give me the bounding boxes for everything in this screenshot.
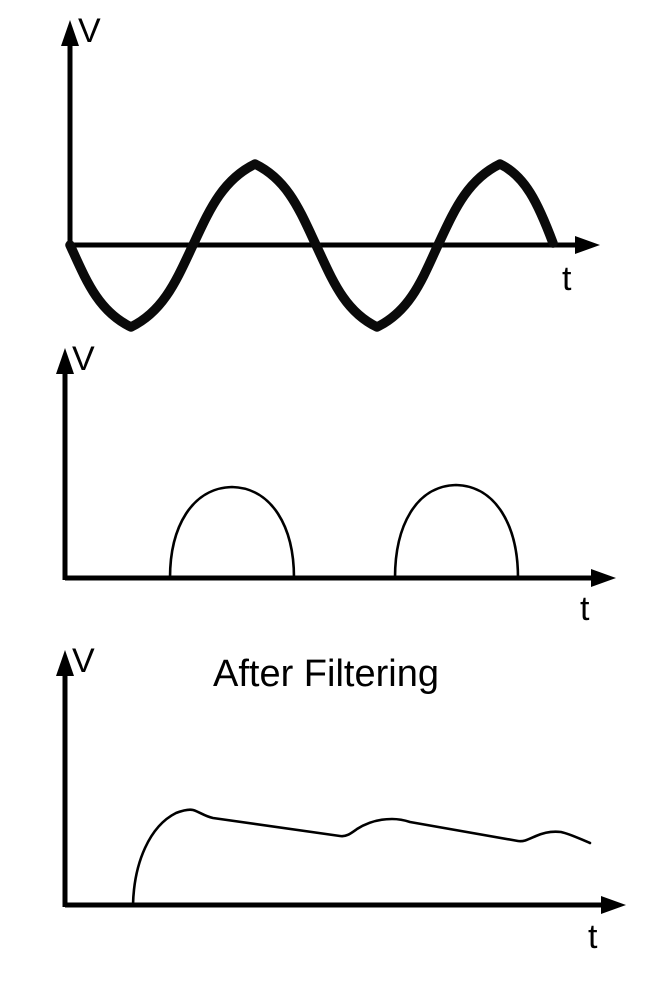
chart1-y-axis-arrowhead <box>61 20 79 46</box>
chart3-x-axis-label: t <box>588 918 598 956</box>
chart2-y-axis-arrowhead <box>56 348 74 374</box>
chart-ac-sine-input: V t <box>61 12 600 332</box>
chart3-title: After Filtering <box>213 653 439 695</box>
chart2-y-axis-label: V <box>72 340 95 378</box>
chart3-filtered-waveform <box>131 808 592 907</box>
chart1-sine-waveform <box>65 159 558 332</box>
chart2-x-axis-label: t <box>580 590 590 628</box>
chart2-rectified-hump-2 <box>393 483 520 580</box>
chart1-y-axis-label: V <box>78 12 101 50</box>
chart3-x-axis-arrowhead <box>601 896 626 914</box>
chart3-y-axis-arrowhead <box>56 650 74 676</box>
chart-filtered-output: After Filtering V t <box>56 642 626 956</box>
chart2-x-axis-arrowhead <box>591 569 616 587</box>
chart3-y-axis-label: V <box>72 642 95 680</box>
chart1-x-axis-label: t <box>562 260 572 298</box>
chart1-x-axis-arrowhead <box>575 236 600 254</box>
chart-rectified-output: V t <box>56 340 616 628</box>
chart2-rectified-hump-1 <box>168 485 296 580</box>
